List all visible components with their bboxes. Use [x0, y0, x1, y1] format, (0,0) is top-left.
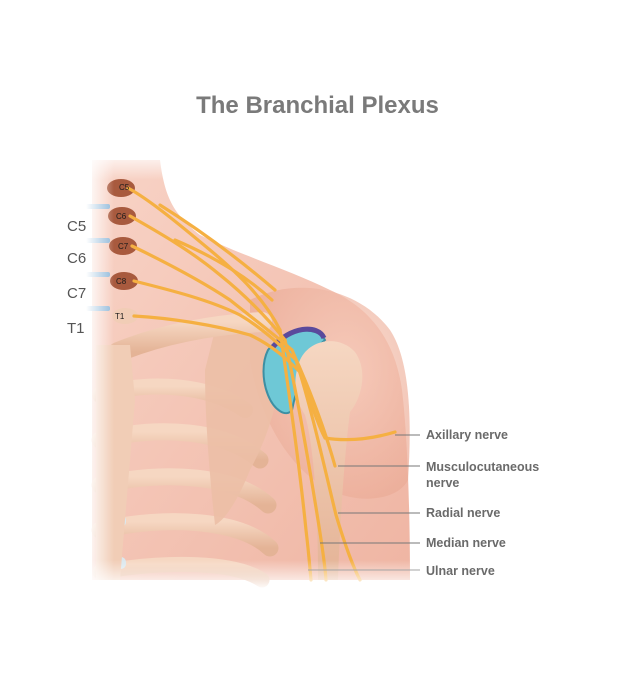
root-c5	[126, 186, 282, 332]
diagram-title: The Branchial Plexus	[196, 92, 439, 119]
plexus-cord-a	[158, 203, 277, 292]
vertebra-labels: C5 C6 C7 C8 T1	[115, 183, 130, 321]
clavicle-bone	[108, 312, 272, 362]
nerve-label-axillary: Axillary nerve	[426, 428, 508, 442]
vertebra-label-c8: C8	[116, 277, 127, 286]
side-label-c6: C6	[67, 250, 87, 267]
root-c8	[132, 279, 298, 362]
nerve-label-musculocutaneous: Musculocutaneous nerve	[426, 459, 539, 491]
vertebra-t1	[112, 308, 138, 324]
vertebra-label-c7: C7	[118, 242, 129, 251]
nerve-label-ulnar: Ulnar nerve	[426, 564, 495, 578]
root-c6	[128, 214, 287, 342]
fade-bottom	[86, 560, 426, 590]
vertebra-label-t1: T1	[115, 312, 125, 321]
side-label-c5: C5	[67, 218, 87, 235]
vertebra-c7	[109, 237, 137, 255]
plexus-cord-b	[173, 238, 274, 302]
vertebra-c8	[110, 272, 138, 290]
nerve-label-musculocutaneous-line2: nerve	[426, 476, 460, 490]
fade-left	[86, 150, 114, 590]
fade-top	[86, 150, 176, 180]
side-label-c7: C7	[67, 285, 87, 302]
vertebra-c6	[108, 207, 136, 225]
side-label-t1: T1	[67, 320, 85, 337]
scapula-bone	[205, 325, 282, 525]
nerve-label-median: Median nerve	[426, 536, 506, 550]
nerve-label-musculocutaneous-line1: Musculocutaneous	[426, 460, 540, 474]
vertebra-label-c5: C5	[119, 183, 130, 192]
vertebra-label-c6: C6	[116, 212, 127, 221]
median-nerve	[283, 338, 328, 582]
rib-4	[91, 513, 279, 557]
root-c7	[130, 244, 294, 352]
nerve-label-radial: Radial nerve	[426, 506, 501, 520]
